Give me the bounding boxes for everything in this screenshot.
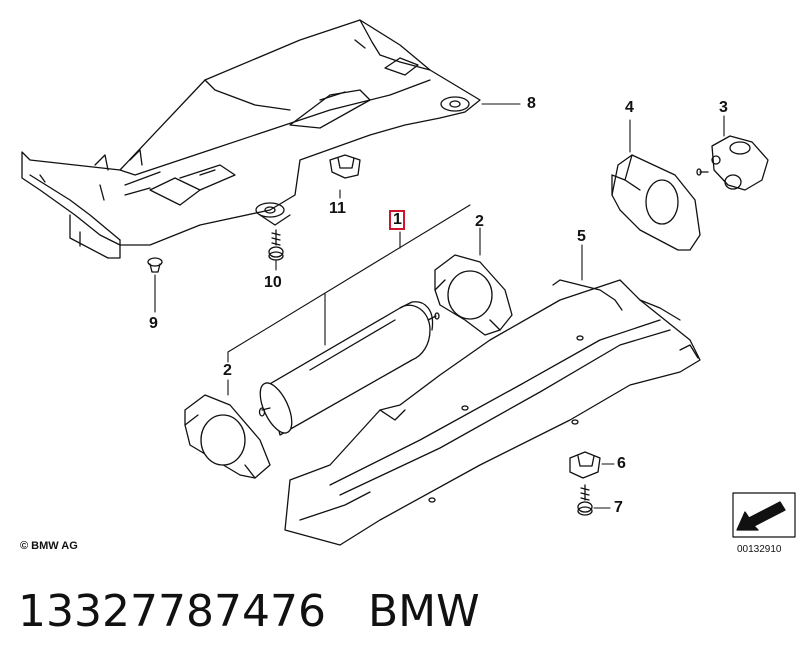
callout-9[interactable]: 9 <box>149 315 158 332</box>
leader-lines <box>154 103 725 509</box>
upper-heat-shield <box>21 19 481 259</box>
parts-diagram <box>21 19 796 546</box>
lower-heat-shield <box>284 279 701 546</box>
callout-5[interactable]: 5 <box>577 228 586 245</box>
footer-caption: 13327787476 BMW <box>18 586 480 637</box>
callout-8[interactable]: 8 <box>527 95 536 112</box>
screw-part-10 <box>268 229 284 261</box>
clip-part-11 <box>329 154 361 179</box>
copyright-label: © BMW AG <box>20 540 78 552</box>
bracket-part-4 <box>611 154 701 251</box>
callout-11[interactable]: 11 <box>329 200 346 217</box>
diagram-number: 00132910 <box>737 544 782 555</box>
callout-4[interactable]: 4 <box>625 99 634 116</box>
orientation-arrow-icon <box>732 492 796 538</box>
callout-6[interactable]: 6 <box>617 455 626 472</box>
screw-part-7 <box>577 484 593 516</box>
clamp-part-2-upper <box>434 254 513 336</box>
callout-7[interactable]: 7 <box>614 499 623 516</box>
part-number: 13327787476 <box>18 586 326 637</box>
callout-3[interactable]: 3 <box>719 99 728 116</box>
clamp-part-2-lower <box>184 394 271 479</box>
sensor-part-3 <box>696 135 769 191</box>
callout-10[interactable]: 10 <box>264 274 282 291</box>
clip-part-6 <box>569 451 601 479</box>
callout-1[interactable]: 1 <box>393 211 402 228</box>
filter-canister-part-1 <box>258 301 440 436</box>
callout-2-upper[interactable]: 2 <box>475 213 484 230</box>
push-clip-part-9 <box>147 257 163 273</box>
brand-name: BMW <box>367 586 480 637</box>
highlight-box <box>389 210 405 230</box>
callout-2-lower[interactable]: 2 <box>223 362 232 379</box>
